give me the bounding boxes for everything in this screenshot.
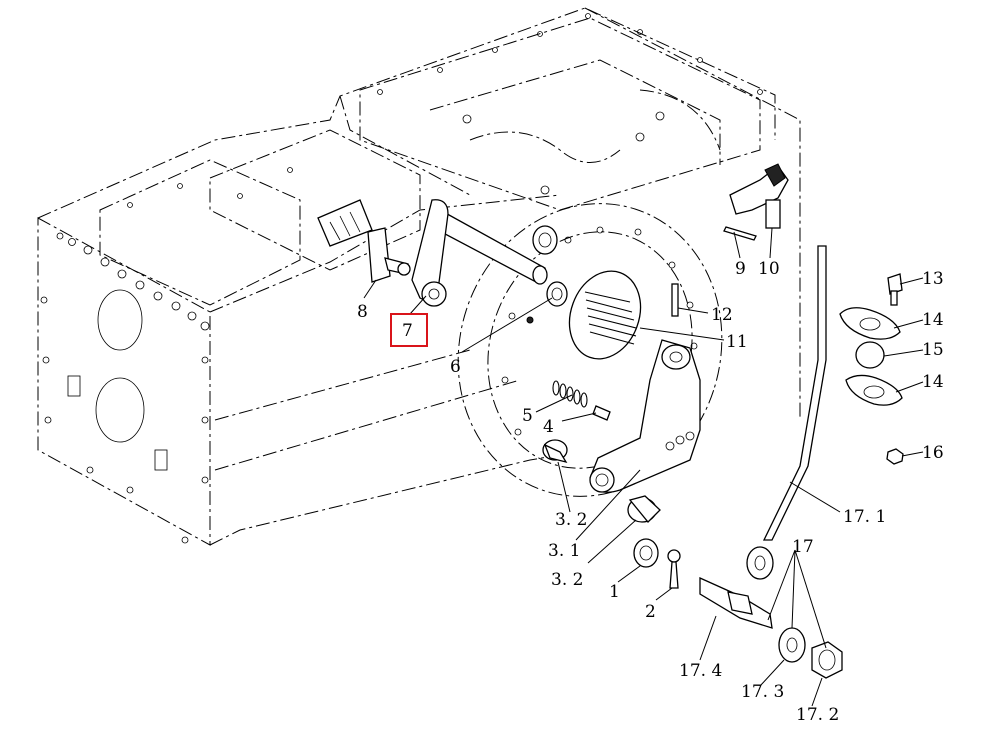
spring-part-11: [568, 270, 642, 360]
rod-part-17-1: [746, 245, 827, 580]
callout-17-3: 17. 3: [741, 682, 784, 702]
pin-part-4: [592, 405, 611, 421]
bolt-part-17-4: [699, 576, 773, 629]
callout-12: 12: [711, 305, 733, 325]
callout-3-2-top: 3. 2: [555, 510, 587, 530]
spring-part-5: [552, 380, 588, 408]
pin-part-12: [671, 283, 679, 317]
callout-15: 15: [922, 340, 944, 360]
callout-17: 17: [792, 537, 814, 557]
callout-5: 5: [522, 406, 533, 426]
washer-part-1: [633, 538, 659, 568]
callout-2: 2: [645, 602, 656, 622]
callout-14-bottom: 14: [922, 372, 944, 392]
lever-shaft-part-7: [411, 199, 548, 307]
callout-labels: 8 7 6 5 4 12 11 9 10 13 14 15 14 16 17. …: [357, 259, 944, 725]
callout-17-4: 17. 4: [679, 661, 722, 681]
callout-3-2-bottom: 3. 2: [551, 570, 583, 590]
callout-6: 6: [450, 357, 461, 377]
lever-arm-part-3-1: [589, 339, 701, 493]
cotter-pin-part-2: [667, 549, 681, 589]
bearing-part-15: [855, 341, 885, 369]
ring-part-6: [526, 225, 568, 324]
callout-16: 16: [922, 443, 944, 463]
bolt-part-13: [887, 273, 903, 306]
washer-part-17-3: [778, 627, 806, 663]
callout-10: 10: [758, 259, 780, 279]
callout-14-top: 14: [922, 310, 944, 330]
callout-4: 4: [543, 417, 554, 437]
callout-9: 9: [735, 259, 746, 279]
highlight-box: [390, 313, 428, 347]
flange-part-14-top: [839, 307, 901, 340]
block-part-8: [367, 227, 411, 283]
nut-part-16: [886, 448, 904, 465]
callout-17-1: 17. 1: [843, 507, 886, 527]
handle-part-10: [729, 163, 789, 229]
nut-part-17-2: [811, 641, 843, 679]
callout-3-1: 3. 1: [548, 541, 580, 561]
callout-11: 11: [726, 332, 748, 352]
flange-part-14-bottom: [845, 374, 903, 406]
bushing-part-3-2: [542, 439, 661, 523]
callout-8: 8: [357, 302, 368, 322]
callout-7: 7: [402, 321, 413, 341]
leader-lines: [363, 227, 924, 707]
callout-1: 1: [609, 582, 620, 602]
spline-gear: [317, 199, 373, 247]
pin-part-9: [723, 226, 757, 241]
callout-13: 13: [922, 269, 944, 289]
callout-17-2: 17. 2: [796, 705, 839, 725]
